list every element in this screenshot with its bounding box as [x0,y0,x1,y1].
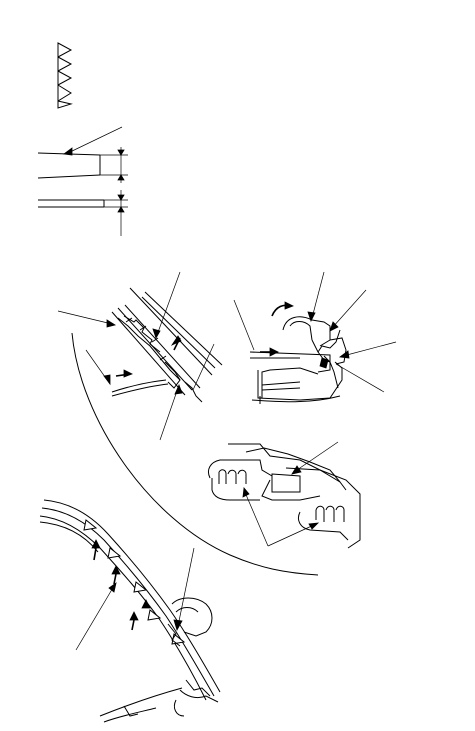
leader-line [311,271,325,319]
hand-icon [171,597,213,637]
leader-line [335,363,385,393]
push-arrow-icon [111,565,121,575]
triangle-marker-icon [57,100,73,109]
triangle-marker-icon [83,519,98,531]
clip-marker-legend [57,42,73,109]
triangle-marker-icon [57,42,73,58]
leader-line [331,289,367,329]
triangle-marker-icon [57,56,73,72]
push-arrow-icon [129,611,139,621]
leader-line [159,387,179,441]
clip-top-view [207,441,361,549]
triangle-marker-icon [57,84,72,102]
leader-line [267,523,317,547]
clip-detail-right [233,271,397,404]
leader-line [75,585,115,651]
clip-detail-left [57,271,223,441]
leader-line [243,489,269,547]
triangle-marker-icon [57,70,73,86]
leader-line [156,271,181,336]
triangle-marker-icon [133,581,148,593]
windshield-overview [39,499,221,723]
leader-line [57,310,113,325]
triangle-marker-icon [107,547,122,559]
flat-strip-thickness [38,190,128,236]
leader-line [233,299,255,351]
leader-line [177,547,195,627]
tapered-edge-thickness [37,126,128,183]
leader-line [67,126,123,154]
detail-circle-arc [71,332,319,576]
leader-line [342,341,397,357]
clip-icon [218,469,247,484]
leader-line [293,441,339,473]
clip-icon [315,505,345,522]
triangle-marker-icon [147,609,162,621]
push-arrow-icon [141,599,151,609]
leader-line [192,343,215,391]
